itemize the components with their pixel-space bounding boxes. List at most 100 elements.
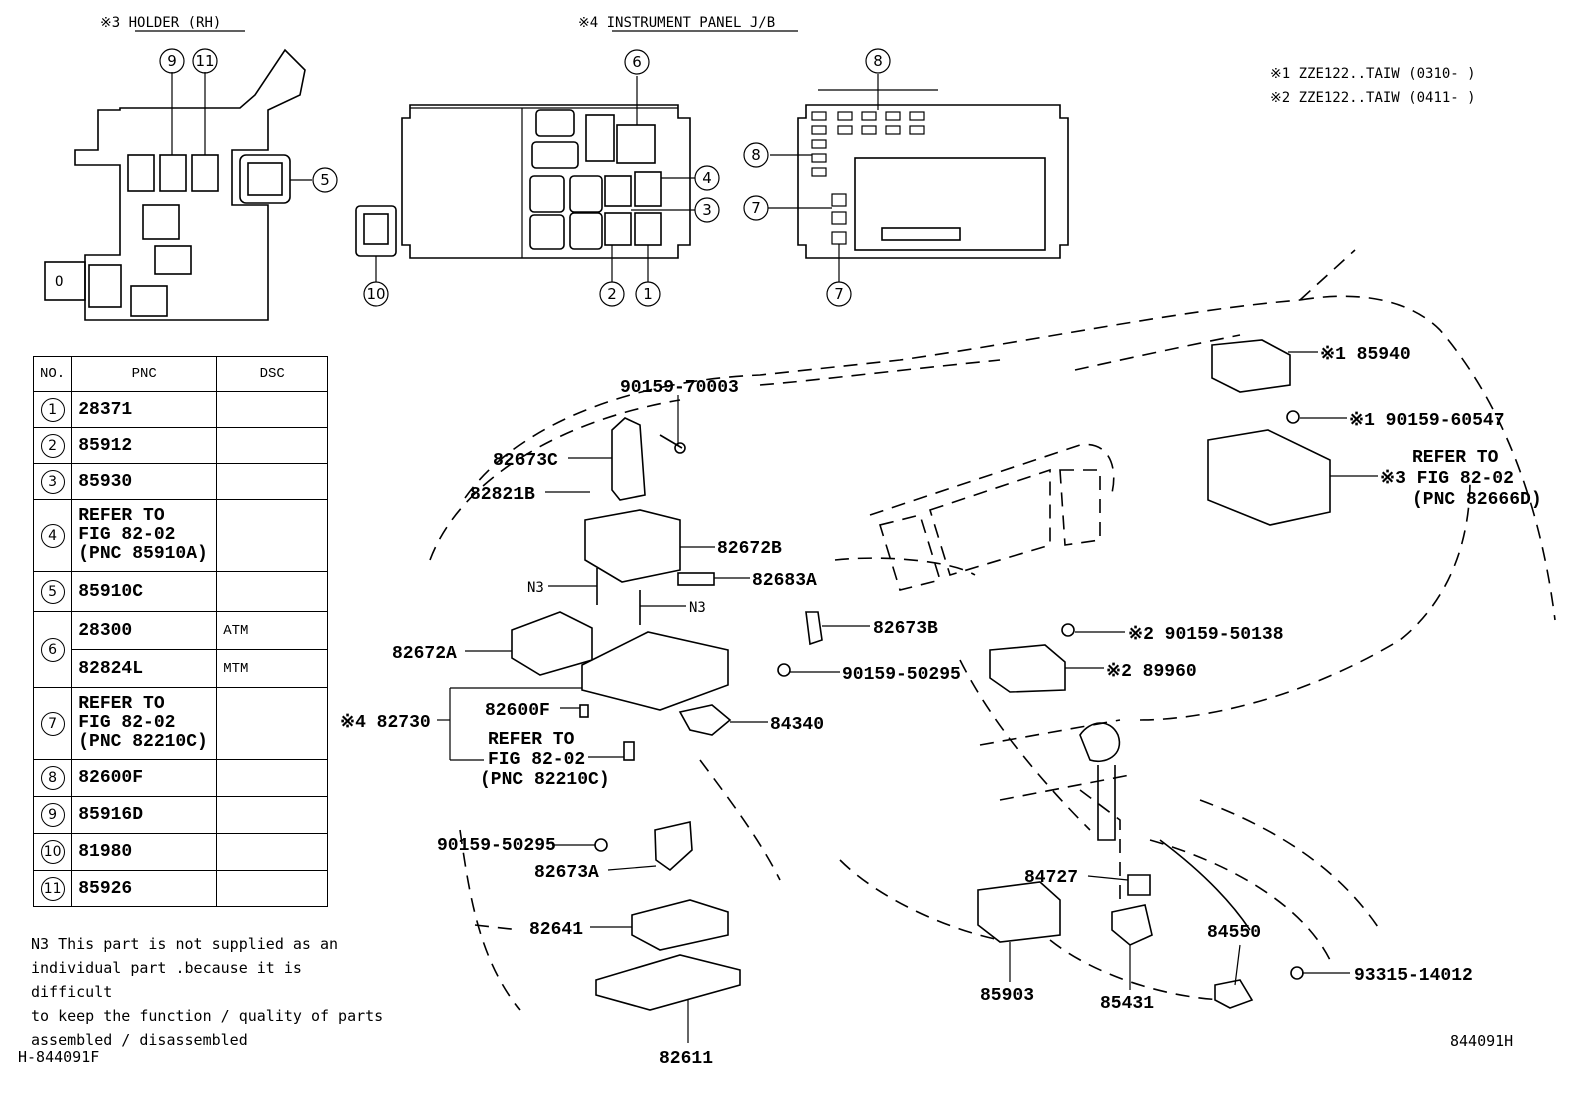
row-dsc xyxy=(216,499,329,572)
row-no: 7 xyxy=(40,711,65,736)
callout-8: 8 xyxy=(873,52,883,70)
row-pnc: 85912 xyxy=(71,427,218,464)
table-row: 1 28371 xyxy=(32,391,329,428)
label-93315-14012: 93315-14012 xyxy=(1354,966,1473,986)
refer-line-1: REFER TO xyxy=(78,694,165,714)
table-row: 82824L MTM xyxy=(34,649,329,688)
callout-circles: 9 11 5 10 6 4 3 2 1 8 8 7 7 xyxy=(159,48,891,307)
row-no: 2 xyxy=(40,433,65,458)
row-dsc xyxy=(216,759,329,797)
label-82672B: 82672B xyxy=(717,539,782,559)
table-row: 4 REFER TO FIG 82-02 (PNC 85910A) xyxy=(32,499,329,572)
row-pnc-refer: REFER TO FIG 82-02 (PNC 82210C) xyxy=(71,687,218,760)
row-dsc: MTM xyxy=(216,649,329,688)
label-refer-r1: REFER TO xyxy=(1412,448,1499,468)
refer-line-3: (PNC 85910A) xyxy=(78,544,208,564)
row-dsc xyxy=(216,687,329,760)
diagram-ref-right: 844091H xyxy=(1450,1032,1514,1050)
row-no: 3 xyxy=(40,469,65,494)
row-pnc: 85930 xyxy=(71,463,218,500)
label-85903: 85903 xyxy=(980,986,1034,1006)
callout-7: 7 xyxy=(751,199,761,217)
row-pnc: 28371 xyxy=(71,391,218,428)
label-refer-r2: ※3 FIG 82-02 xyxy=(1380,469,1514,489)
col-no-header: NO. xyxy=(32,356,73,392)
label-refer-3: (PNC 82210C) xyxy=(480,770,610,790)
row-dsc xyxy=(216,391,329,428)
row-dsc xyxy=(216,463,329,500)
row-dsc xyxy=(216,796,329,834)
label-82600F: 82600F xyxy=(485,701,550,721)
label-85940: ※1 85940 xyxy=(1320,345,1411,365)
pnc-table: NO. PNC DSC 1 28371 2 85912 3 85930 4 RE… xyxy=(32,356,329,907)
table-header-row: NO. PNC DSC xyxy=(32,356,329,392)
callout-1: 1 xyxy=(643,285,653,303)
model-note-1: ※1 ZZE122..TAIW (0310- ) xyxy=(1270,66,1476,82)
callout-3: 3 xyxy=(702,201,712,219)
label-82641: 82641 xyxy=(529,920,583,940)
row-dsc xyxy=(216,833,329,871)
table-row: 8 82600F xyxy=(32,759,329,797)
svg-text:O: O xyxy=(55,274,63,290)
model-note-2: ※2 ZZE122..TAIW (0411- ) xyxy=(1270,90,1476,106)
label-90159-50138: ※2 90159-50138 xyxy=(1128,625,1284,645)
row-dsc xyxy=(216,870,329,907)
row-pnc-refer: REFER TO FIG 82-02 (PNC 85910A) xyxy=(71,499,218,572)
row-pnc: 85910C xyxy=(71,571,218,612)
row-dsc xyxy=(216,571,329,612)
table-row: 3 85930 xyxy=(32,463,329,500)
holder-rh-drawing: O xyxy=(44,48,312,321)
row-no: 4 xyxy=(40,523,65,548)
table-row: 5 85910C xyxy=(32,571,329,612)
label-82672A: 82672A xyxy=(392,644,457,664)
row-pnc: 81980 xyxy=(71,833,218,871)
label-89960: ※2 89960 xyxy=(1106,662,1197,682)
row-no: 10 xyxy=(40,840,65,864)
col-pnc-header: PNC xyxy=(71,356,218,392)
callout-9: 9 xyxy=(167,52,177,70)
row-pnc: 82824L xyxy=(71,649,218,688)
jb-header: ※4 INSTRUMENT PANEL J/B xyxy=(578,15,775,31)
footnote-n3: N3 This part is not supplied as an indiv… xyxy=(31,935,384,1049)
label-85431: 85431 xyxy=(1100,994,1154,1014)
callout-4: 4 xyxy=(702,169,712,187)
label-82673C: 82673C xyxy=(493,451,558,471)
label-90159-50295-b: 90159-50295 xyxy=(437,836,556,856)
row-no: 5 xyxy=(40,579,65,604)
row-no: 8 xyxy=(40,766,65,790)
table-row: 10 81980 xyxy=(32,833,329,871)
label-refer-2: FIG 82-02 xyxy=(488,750,585,770)
row-pnc: 82600F xyxy=(71,759,218,797)
leader-lines xyxy=(437,351,1378,1043)
col-dsc-header: DSC xyxy=(216,356,329,392)
row-no: 11 xyxy=(40,876,65,901)
table-row: 2 85912 xyxy=(32,427,329,464)
jb-back-drawing xyxy=(768,74,1069,282)
row-no: 6 xyxy=(40,637,65,662)
table-row: 7 REFER TO FIG 82-02 (PNC 82210C) xyxy=(32,687,329,760)
label-82611: 82611 xyxy=(659,1049,713,1069)
label-82673B: 82673B xyxy=(873,619,938,639)
refer-line-3: (PNC 82210C) xyxy=(78,732,208,752)
refer-line-1: REFER TO xyxy=(78,506,165,526)
callout-8b: 8 xyxy=(751,146,761,164)
label-82673A: 82673A xyxy=(534,863,599,883)
callout-10: 10 xyxy=(366,285,385,303)
label-84340: 84340 xyxy=(770,715,824,735)
table-row: 6 28300 ATM xyxy=(32,611,329,688)
callout-6: 6 xyxy=(632,53,642,71)
callout-7b: 7 xyxy=(834,285,844,303)
dashboard-outline xyxy=(429,249,1556,1011)
row-no: 9 xyxy=(40,803,65,827)
jb-front-drawing xyxy=(355,76,695,282)
label-refer-r3: (PNC 82666D) xyxy=(1412,490,1542,510)
label-84727: 84727 xyxy=(1024,868,1078,888)
row-pnc: 28300 xyxy=(71,611,218,650)
callout-5: 5 xyxy=(320,171,330,189)
row-no: 1 xyxy=(40,397,65,422)
row-dsc: ATM xyxy=(216,611,329,650)
label-82683A: 82683A xyxy=(752,571,817,591)
label-90159-70003: 90159-70003 xyxy=(620,378,739,398)
holder-header: ※3 HOLDER (RH) xyxy=(100,15,221,31)
